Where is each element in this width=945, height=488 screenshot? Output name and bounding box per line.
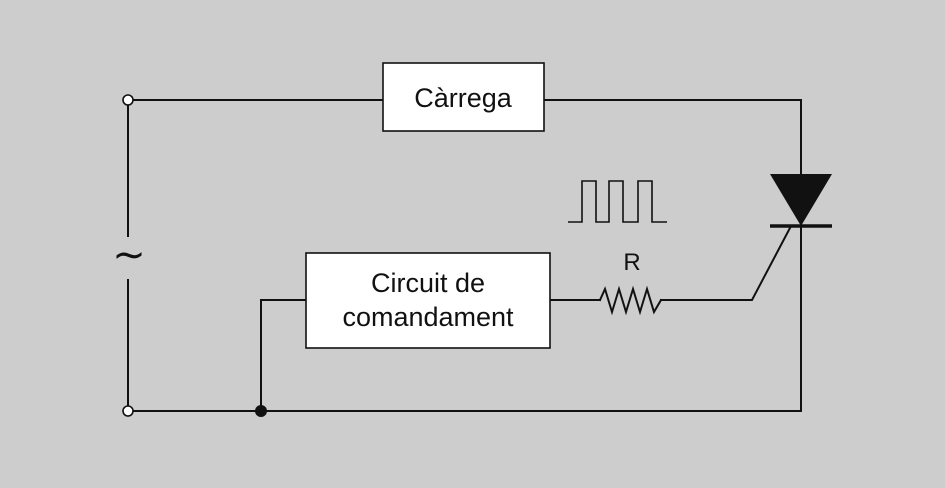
terminal-top	[122, 94, 134, 106]
gate-wire	[660, 224, 793, 301]
thyristor-triangle	[770, 174, 832, 226]
junction-dot	[255, 405, 267, 417]
control-feed-wire	[260, 299, 307, 412]
control-label-line1: Circuit de	[371, 268, 485, 298]
load-box	[382, 62, 545, 132]
control-label-line2: comandament	[342, 302, 514, 332]
load-label: Càrrega	[414, 83, 513, 113]
control-circuit-box	[305, 252, 551, 349]
resistor-zigzag	[598, 285, 663, 316]
terminal-bottom	[122, 405, 134, 417]
pulse-train-icon	[568, 180, 667, 223]
ac-source-symbol: ∼	[112, 233, 146, 277]
resistor-label: R	[623, 249, 640, 276]
